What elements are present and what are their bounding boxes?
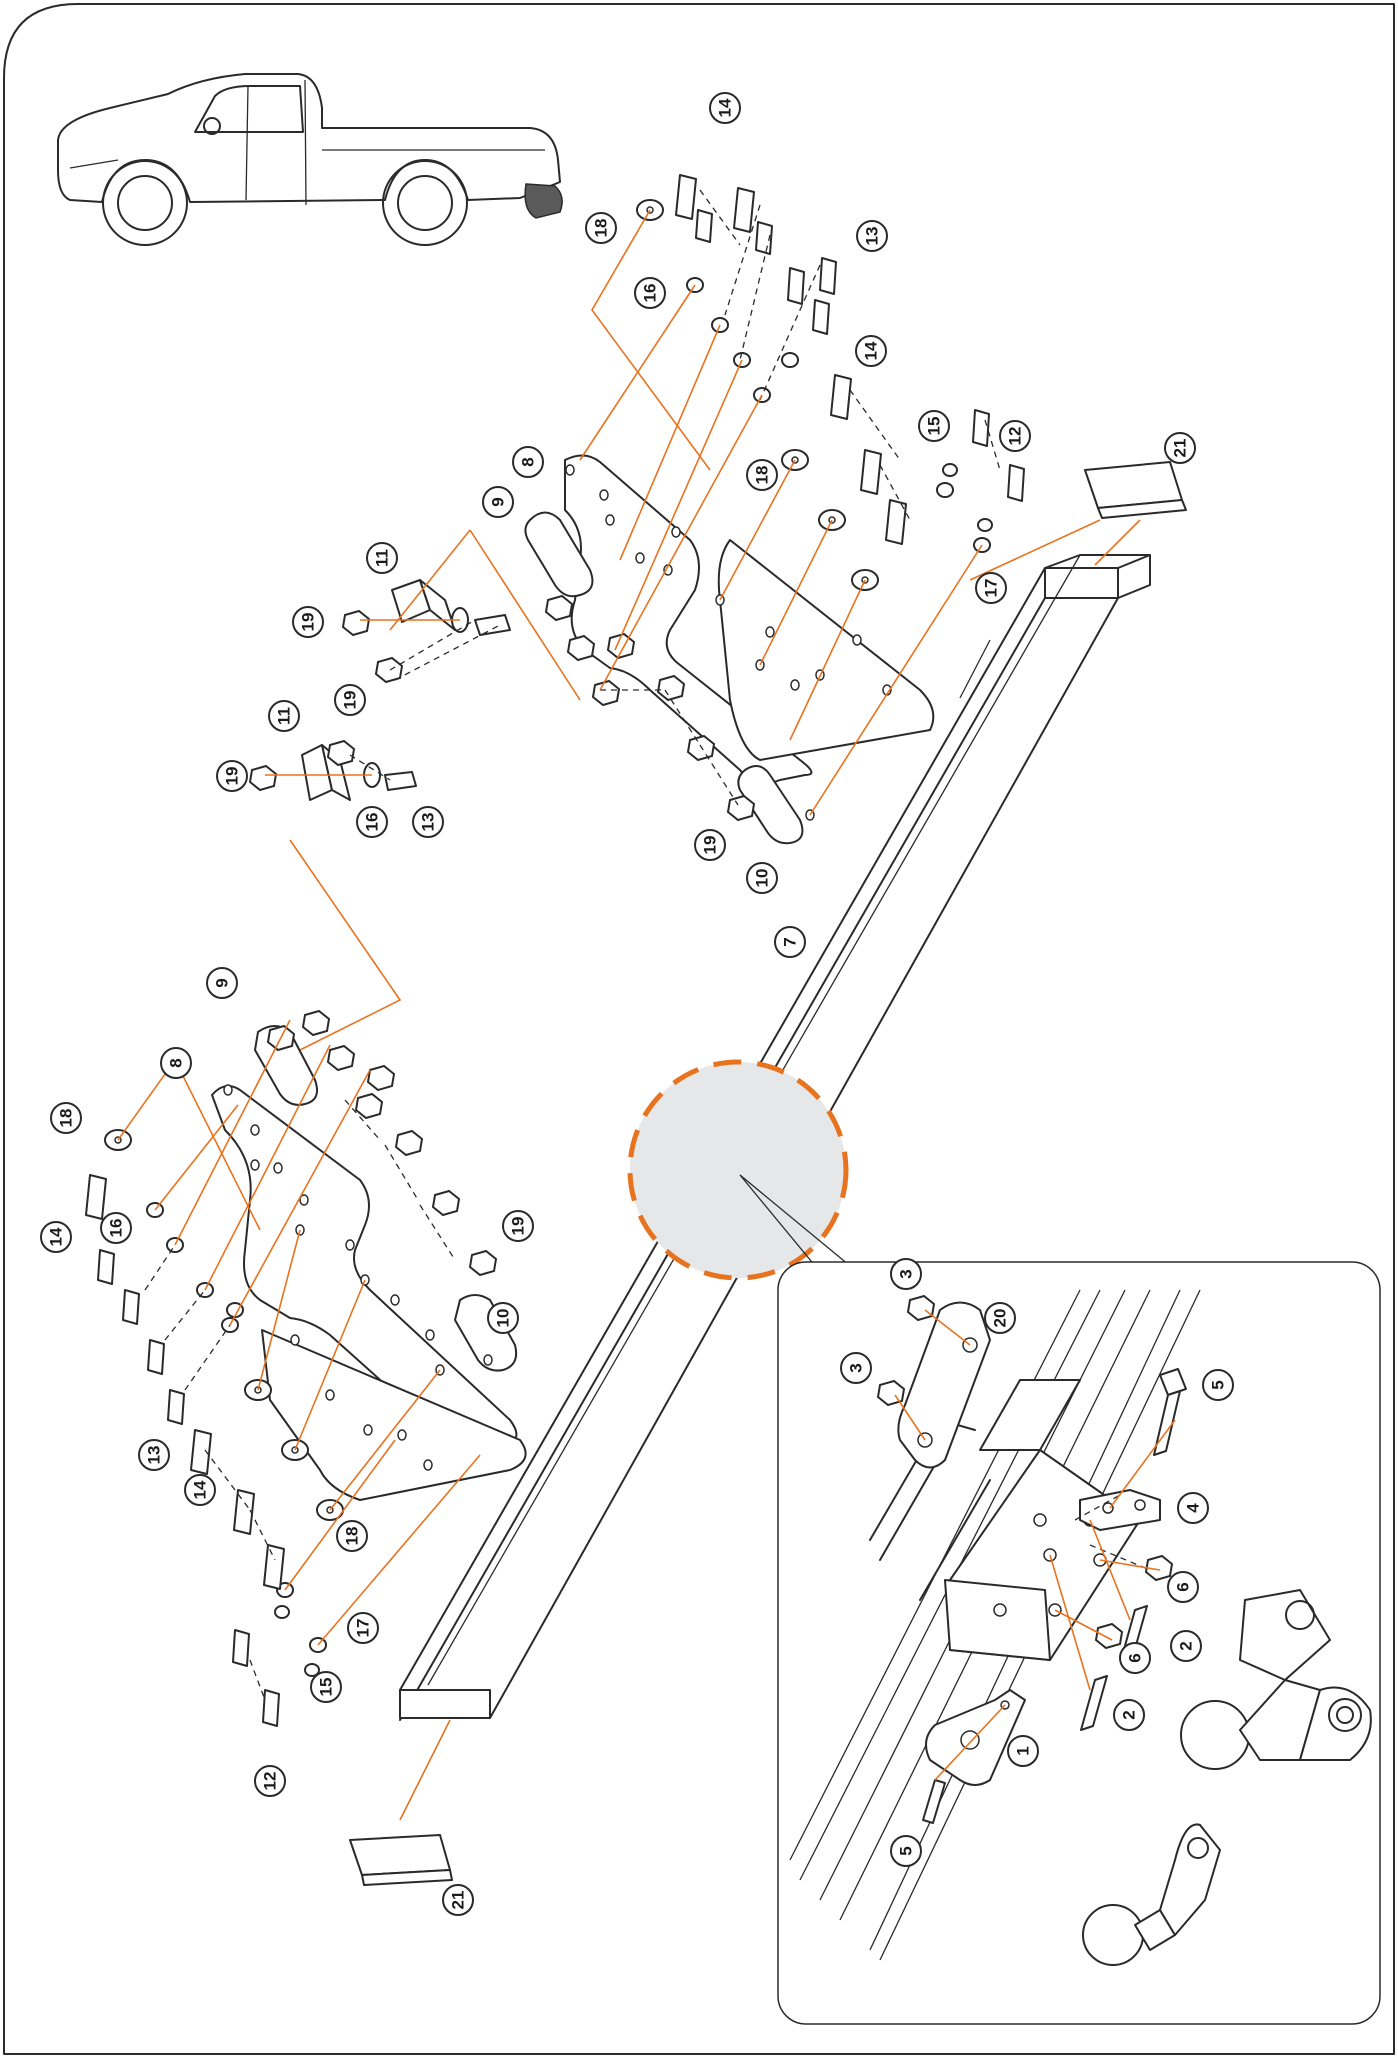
detail-inset [777,1261,1381,2025]
callout-9: 9 [489,497,508,506]
callout-3: 3 [847,1363,866,1372]
callout-19: 19 [701,836,720,855]
callout-19: 19 [509,1217,528,1236]
callout-12: 12 [261,1772,280,1791]
callout-13: 13 [419,813,438,832]
callout-11: 11 [275,707,294,725]
callout-18: 18 [592,219,611,238]
callout-16: 16 [107,1219,126,1238]
callout-16: 16 [363,813,382,832]
callout-14: 14 [862,341,881,360]
callout-12: 12 [1006,427,1025,446]
callout-8: 8 [519,457,538,466]
callout-1: 1 [1014,1746,1033,1755]
callout-2: 2 [1120,1710,1139,1719]
callout-2: 2 [1177,1641,1196,1650]
sheet-frame [3,3,1395,2055]
callout-17: 17 [354,1619,373,1638]
callout-18: 18 [753,466,772,485]
callout-10: 10 [494,1309,513,1328]
callouts: 14 18 13 16 14 15 12 21 8 18 9 11 19 17 … [40,92,1234,1916]
angle-brackets [248,529,581,1051]
callout-14: 14 [716,98,735,117]
callout-20: 20 [991,1309,1010,1328]
callout-7: 7 [781,937,800,946]
callout-19: 19 [223,767,242,786]
callout-18: 18 [343,1527,362,1546]
callout-10: 10 [753,869,772,888]
end-caps [349,461,1187,1886]
callout-5: 5 [897,1846,916,1855]
callout-6: 6 [1126,1653,1145,1662]
callout-3: 3 [897,1269,916,1278]
callout-15: 15 [317,1678,336,1697]
callout-14: 14 [191,1480,210,1499]
callout-6: 6 [1174,1582,1193,1591]
callout-19: 19 [341,691,360,710]
callout-13: 13 [863,227,882,246]
callout-15: 15 [925,417,944,436]
callout-19: 19 [299,613,318,632]
callout-4: 4 [1184,1503,1203,1513]
callout-5: 5 [1209,1380,1228,1389]
pickup-truck-icon [57,73,563,246]
callout-16: 16 [641,284,660,303]
callout-17: 17 [982,579,1001,598]
zoom-indicator [627,1059,856,1291]
callout-13: 13 [145,1446,164,1465]
callout-14: 14 [47,1227,66,1246]
callout-21: 21 [1171,439,1190,458]
upper-bracket-assembly [524,174,1101,845]
callout-18: 18 [57,1109,76,1128]
callout-8: 8 [167,1058,186,1067]
lower-bracket-assembly [85,1009,527,1821]
callout-9: 9 [213,978,232,987]
callout-21: 21 [449,1891,468,1910]
callout-11: 11 [373,549,392,567]
